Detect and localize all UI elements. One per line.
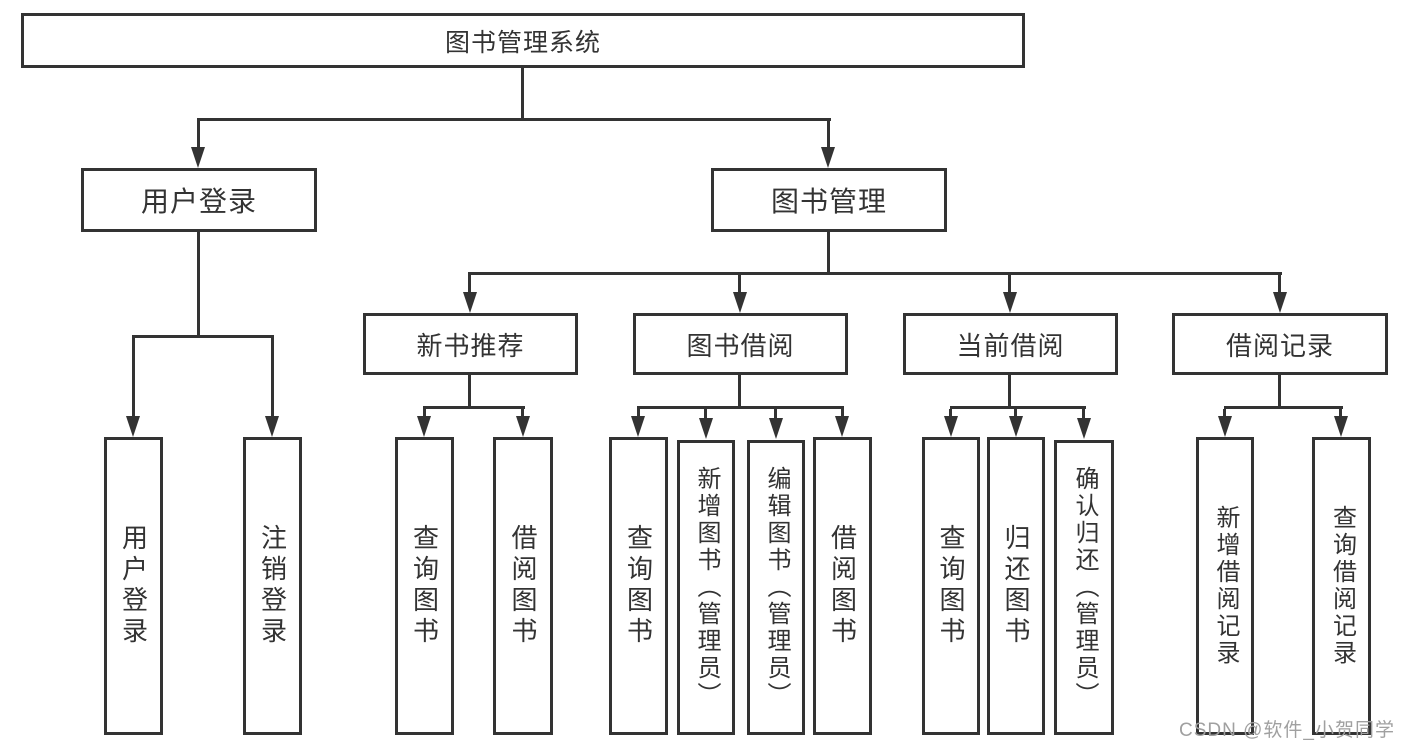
node-label: 新增图书（管理员） — [693, 466, 720, 709]
connector-line — [1008, 375, 1011, 409]
connector-line — [637, 409, 640, 419]
connector-line — [468, 275, 471, 293]
connector-line — [197, 121, 200, 151]
leaf-add-borrow-record: 新增借阅记录 — [1196, 437, 1254, 735]
leaf-query-books-borrowing: 查询图书 — [609, 437, 668, 735]
connector-line — [774, 409, 777, 419]
leaf-logout: 注销登录 — [243, 437, 302, 735]
node-book-management: 图书管理 — [711, 168, 947, 232]
connector-line — [841, 409, 844, 419]
node-library-management-system: 图书管理系统 — [21, 13, 1025, 68]
node-label: 注销登录 — [257, 524, 288, 648]
arrow-down-icon — [516, 416, 530, 437]
connector-line — [197, 118, 831, 121]
connector-line — [1278, 275, 1281, 293]
connector-line — [423, 406, 525, 409]
node-label: 用户登录 — [118, 524, 149, 648]
connector-line — [949, 409, 952, 419]
connector-line — [637, 406, 844, 409]
arrow-down-icon — [769, 418, 783, 439]
node-user-login: 用户登录 — [81, 168, 317, 232]
node-label: 借阅图书 — [827, 524, 858, 648]
arrow-down-icon — [265, 416, 279, 437]
arrow-down-icon — [463, 292, 477, 313]
leaf-user-login: 用户登录 — [104, 437, 163, 735]
leaf-borrow-books-recommend: 借阅图书 — [493, 437, 553, 735]
arrow-down-icon — [417, 416, 431, 437]
connector-line — [827, 232, 830, 275]
node-label: 查询图书 — [409, 524, 440, 648]
connector-line — [704, 409, 707, 419]
connector-line — [423, 409, 426, 419]
leaf-borrow-books-borrowing: 借阅图书 — [813, 437, 872, 735]
connector-line — [1224, 406, 1343, 409]
node-label: 图书借阅 — [686, 330, 795, 361]
connector-line — [197, 232, 200, 338]
node-label: 借阅记录 — [1225, 330, 1334, 361]
leaf-query-borrow-record: 查询借阅记录 — [1312, 437, 1371, 735]
arrow-down-icon — [699, 418, 713, 439]
leaf-query-books-recommend: 查询图书 — [395, 437, 454, 735]
connector-line — [738, 375, 741, 409]
leaf-confirm-return-admin: 确认归还（管理员） — [1054, 440, 1114, 735]
arrow-down-icon — [944, 416, 958, 437]
node-book-borrowing: 图书借阅 — [633, 313, 848, 375]
leaf-edit-books-admin: 编辑图书（管理员） — [747, 440, 805, 735]
connector-line — [950, 406, 1086, 409]
node-label: 编辑图书（管理员） — [763, 466, 790, 709]
node-label: 归还图书 — [1001, 524, 1031, 648]
connector-line — [1278, 375, 1281, 409]
connector-line — [468, 375, 471, 409]
node-new-book-recommendation: 新书推荐 — [363, 313, 578, 375]
arrow-down-icon — [1273, 292, 1287, 313]
node-borrowing-records: 借阅记录 — [1172, 313, 1388, 375]
arrow-down-icon — [1218, 416, 1232, 437]
connector-line — [1223, 409, 1226, 419]
connector-line — [271, 338, 274, 418]
connector-line — [1014, 409, 1017, 419]
node-label: 当前借阅 — [956, 330, 1065, 361]
csdn-watermark: CSDN @软件_小贺同学 — [1179, 720, 1395, 741]
leaf-query-books-current: 查询图书 — [922, 437, 980, 735]
node-label: 借阅图书 — [508, 524, 538, 648]
leaf-return-books: 归还图书 — [987, 437, 1045, 735]
connector-line — [1008, 275, 1011, 293]
node-label: 确认归还（管理员） — [1071, 466, 1098, 709]
node-label: 查询图书 — [623, 524, 654, 648]
node-label: 查询图书 — [936, 524, 966, 648]
arrow-down-icon — [631, 416, 645, 437]
connector-line — [1339, 409, 1342, 419]
connector-line — [1082, 409, 1085, 419]
arrow-down-icon — [1334, 416, 1348, 437]
node-label: 用户登录 — [140, 186, 257, 217]
node-label: 图书管理 — [770, 186, 887, 217]
arrow-down-icon — [1009, 416, 1023, 437]
arrow-down-icon — [1077, 418, 1091, 439]
connector-line — [521, 409, 524, 419]
arrow-down-icon — [733, 292, 747, 313]
leaf-add-books-admin: 新增图书（管理员） — [677, 440, 735, 735]
connector-line — [468, 272, 1282, 275]
arrow-down-icon — [1003, 292, 1017, 313]
arrow-down-icon — [126, 416, 140, 437]
connector-line — [827, 121, 830, 151]
node-label: 查询借阅记录 — [1328, 505, 1356, 667]
node-label: 新书推荐 — [416, 330, 525, 361]
arrow-down-icon — [821, 147, 835, 168]
connector-line — [521, 68, 524, 121]
arrow-down-icon — [835, 416, 849, 437]
node-label: 新增借阅记录 — [1212, 505, 1239, 667]
node-current-borrowing: 当前借阅 — [903, 313, 1118, 375]
node-label: 图书管理系统 — [444, 28, 601, 57]
arrow-down-icon — [191, 147, 205, 168]
connector-line — [132, 335, 274, 338]
connector-line — [738, 275, 741, 293]
connector-line — [132, 338, 135, 418]
